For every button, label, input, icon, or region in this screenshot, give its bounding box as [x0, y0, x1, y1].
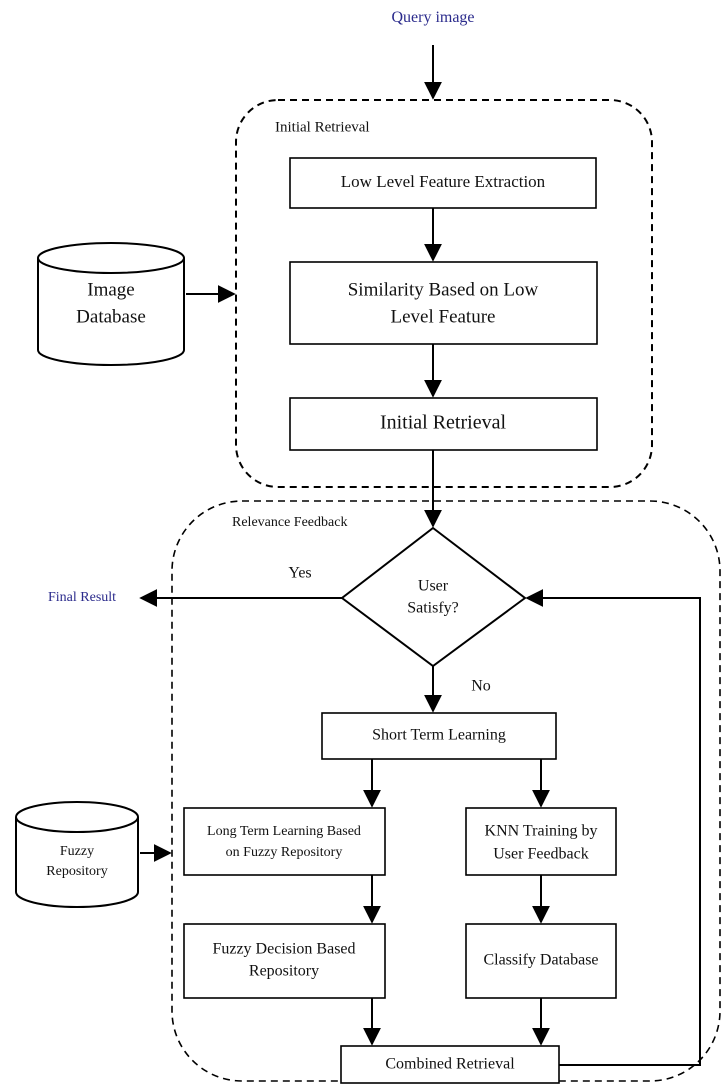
- no-label: No: [471, 678, 491, 695]
- similarity-label-line2: Level Feature: [391, 306, 496, 327]
- yes-label: Yes: [288, 565, 311, 582]
- short-term-learning-label: Short Term Learning: [372, 727, 506, 744]
- short-term-learning-box: [321, 712, 557, 760]
- combined-retrieval-label: Combined Retrieval: [385, 1056, 515, 1073]
- decision-label-line1: User: [418, 578, 449, 595]
- fuzzy-repository-cylinder: Fuzzy Repository: [15, 801, 139, 908]
- knn-training-box: [465, 807, 617, 876]
- image-database-label-line2: Database: [76, 306, 146, 327]
- feedback-loop-arrow: [525, 589, 701, 1066]
- query-image-label: Query image: [391, 9, 474, 26]
- image-database-label-line1: Image: [87, 279, 134, 300]
- long-term-label-line1: Long Term Learning Based: [207, 824, 361, 839]
- long-term-label-line2: on Fuzzy Repository: [226, 845, 343, 860]
- similarity-label-line1: Similarity Based on Low: [348, 279, 539, 300]
- fuzzy-decision-box: [183, 923, 386, 999]
- initial-retrieval-box: [289, 397, 598, 451]
- low-level-feature-extraction-label: Low Level Feature Extraction: [341, 172, 546, 191]
- final-result-label: Final Result: [48, 590, 116, 605]
- initial-retrieval-group-label: Initial Retrieval: [275, 119, 370, 135]
- decision-label-line2: Satisfy?: [407, 600, 459, 617]
- fuzzy-decision-label-line2: Repository: [249, 963, 319, 980]
- combined-retrieval-box: [340, 1045, 560, 1084]
- relevance-feedback-group: [171, 500, 721, 1082]
- fuzzy-repository-label-line2: Repository: [46, 864, 107, 879]
- fuzzy-repository-label-line1: Fuzzy: [60, 844, 94, 859]
- classify-database-box: [465, 923, 617, 999]
- similarity-box: [289, 261, 598, 345]
- relevance-feedback-group-label: Relevance Feedback: [232, 515, 347, 530]
- knn-label-line2: User Feedback: [493, 846, 589, 863]
- user-satisfy-decision: [340, 526, 527, 668]
- knn-label-line1: KNN Training by: [485, 823, 598, 840]
- low-level-feature-extraction-box: [289, 157, 597, 209]
- initial-retrieval-box-label: Initial Retrieval: [380, 412, 507, 434]
- image-database-cylinder: Image Database: [37, 242, 185, 366]
- fuzzy-decision-label-line1: Fuzzy Decision Based: [212, 941, 355, 958]
- long-term-learning-box: [183, 807, 386, 876]
- classify-database-label: Classify Database: [483, 952, 598, 969]
